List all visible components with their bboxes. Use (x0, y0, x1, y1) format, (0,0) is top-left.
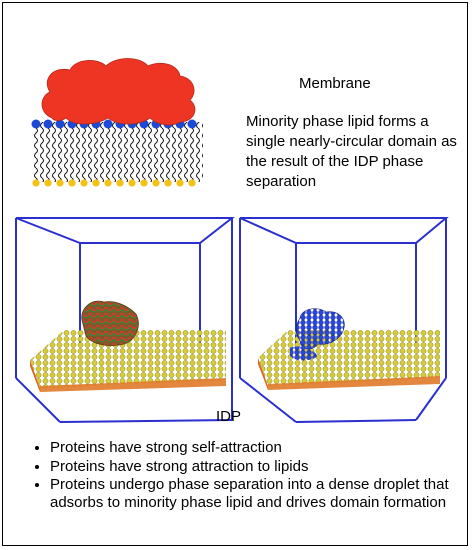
lipid-membrane-left (30, 330, 226, 388)
figure-frame (2, 2, 468, 546)
simulation-box-right (239, 217, 449, 423)
lipid-tails (33, 122, 203, 182)
membrane-description: Minority phase lipid forms a single near… (246, 113, 457, 190)
lipid-tail-tips (32, 179, 196, 187)
membrane-schematic (31, 58, 203, 187)
bullet-item: Proteins have strong attraction to lipid… (50, 458, 472, 476)
idp-label: IDP (216, 408, 242, 425)
protein-droplet (41, 58, 196, 126)
minority-domain (295, 308, 345, 350)
membrane-title: Membrane (299, 75, 371, 92)
protein-droplet-sim (81, 300, 139, 346)
simulation-box-left (15, 217, 235, 423)
bullet-item: Proteins have strong self-attraction (50, 439, 472, 457)
bullet-list: Proteins have strong self-attraction Pro… (22, 439, 472, 512)
lipid-tail-layer-right (268, 376, 440, 390)
bullet-item: Proteins undergo phase separation into a… (50, 476, 472, 511)
lipid-tail-layer-left (40, 378, 226, 392)
